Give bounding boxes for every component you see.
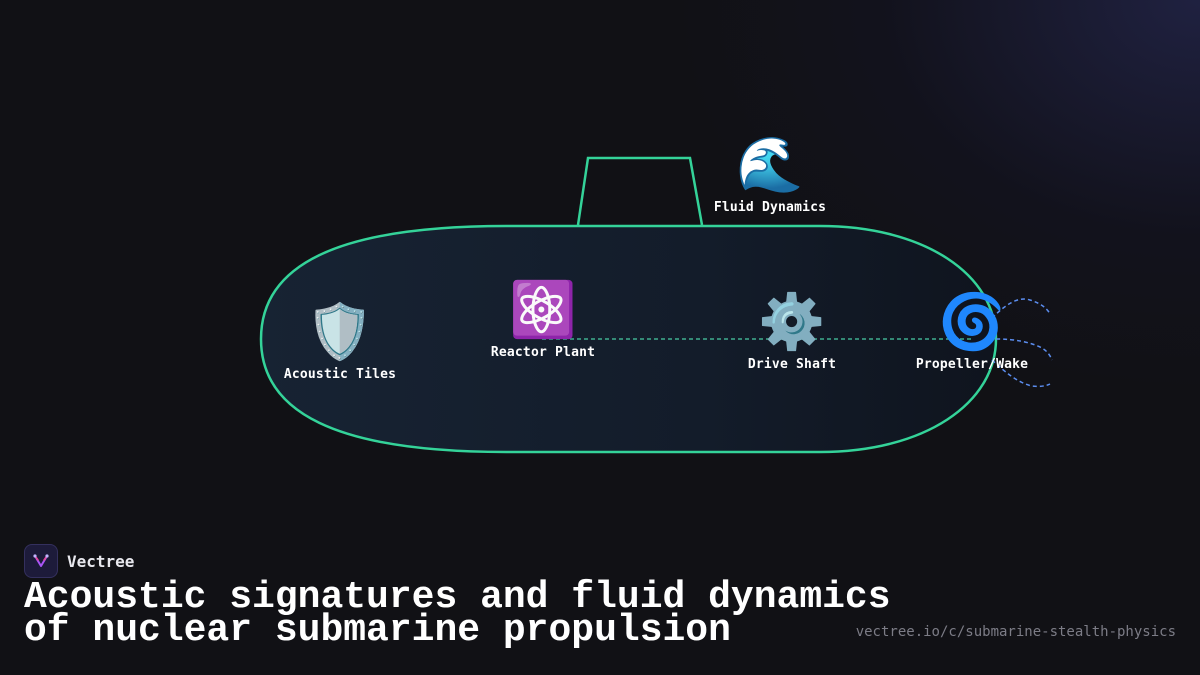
node-propeller-wake: 🌀 Propeller/Wake — [915, 290, 1029, 373]
node-reactor-plant: ⚛️ Reactor Plant — [490, 278, 596, 361]
node-label: Fluid Dynamics — [713, 200, 827, 215]
node-label: Drive Shaft — [747, 357, 837, 372]
source-url[interactable]: vectree.io/c/submarine-stealth-physics — [855, 624, 1176, 640]
brand: Vectree — [24, 544, 134, 578]
node-label: Propeller/Wake — [915, 357, 1029, 372]
wake-line-middle — [995, 338, 1053, 361]
cyclone-icon: 🌀 — [938, 290, 1006, 353]
title-line-1: Acoustic signatures and fluid dynamics — [24, 576, 891, 619]
wake-line-top — [991, 298, 1051, 319]
conning-tower — [576, 156, 704, 226]
gear-icon: ⚙️ — [758, 290, 826, 353]
atom-icon: ⚛️ — [509, 278, 577, 341]
node-fluid-dynamics: 🌊 Fluid Dynamics — [713, 133, 827, 216]
brand-name: Vectree — [67, 551, 135, 571]
title-line-2: of nuclear submarine propulsion — [24, 609, 731, 652]
node-drive-shaft: ⚙️ Drive Shaft — [747, 290, 837, 373]
node-label: Reactor Plant — [490, 345, 596, 360]
node-label: Acoustic Tiles — [283, 367, 397, 382]
node-acoustic-tiles: 🛡️ Acoustic Tiles — [283, 300, 397, 383]
vectree-logo-icon — [24, 544, 58, 578]
wave-icon: 🌊 — [736, 133, 804, 196]
wake-line-bottom — [991, 359, 1051, 388]
page-title: Acoustic signatures and fluid dynamics o… — [24, 579, 924, 650]
shield-icon: 🛡️ — [306, 300, 374, 363]
